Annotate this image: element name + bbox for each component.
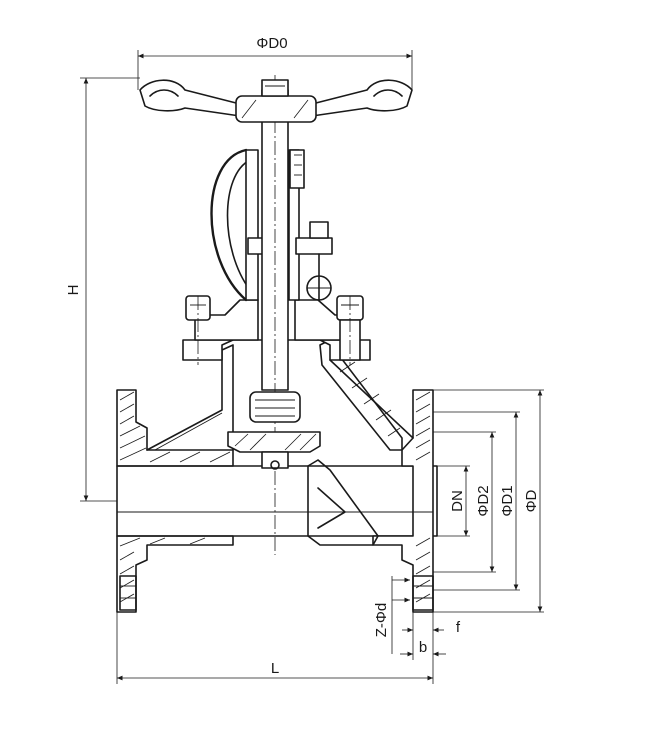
valve-bonnet bbox=[182, 295, 371, 365]
label-h: H bbox=[65, 285, 82, 296]
label-z-d: Z-Φd bbox=[373, 603, 390, 637]
valve-body bbox=[116, 339, 438, 613]
handwheel bbox=[139, 79, 413, 123]
label-dn: DN bbox=[449, 490, 466, 512]
label-l: L bbox=[271, 660, 279, 677]
label-d2: ΦD2 bbox=[475, 485, 492, 516]
dimension-labels: ΦD0 H DN ΦD2 ΦD1 ΦD Z-Φd f b L bbox=[65, 35, 540, 677]
label-d: ΦD bbox=[523, 489, 540, 512]
valve-stem bbox=[227, 75, 321, 555]
valve-yoke bbox=[210, 148, 333, 302]
label-d1: ΦD1 bbox=[499, 485, 516, 516]
label-d0: ΦD0 bbox=[256, 35, 287, 52]
label-b: b bbox=[419, 639, 427, 656]
dimension-lines bbox=[80, 50, 544, 684]
label-f: f bbox=[456, 619, 461, 636]
